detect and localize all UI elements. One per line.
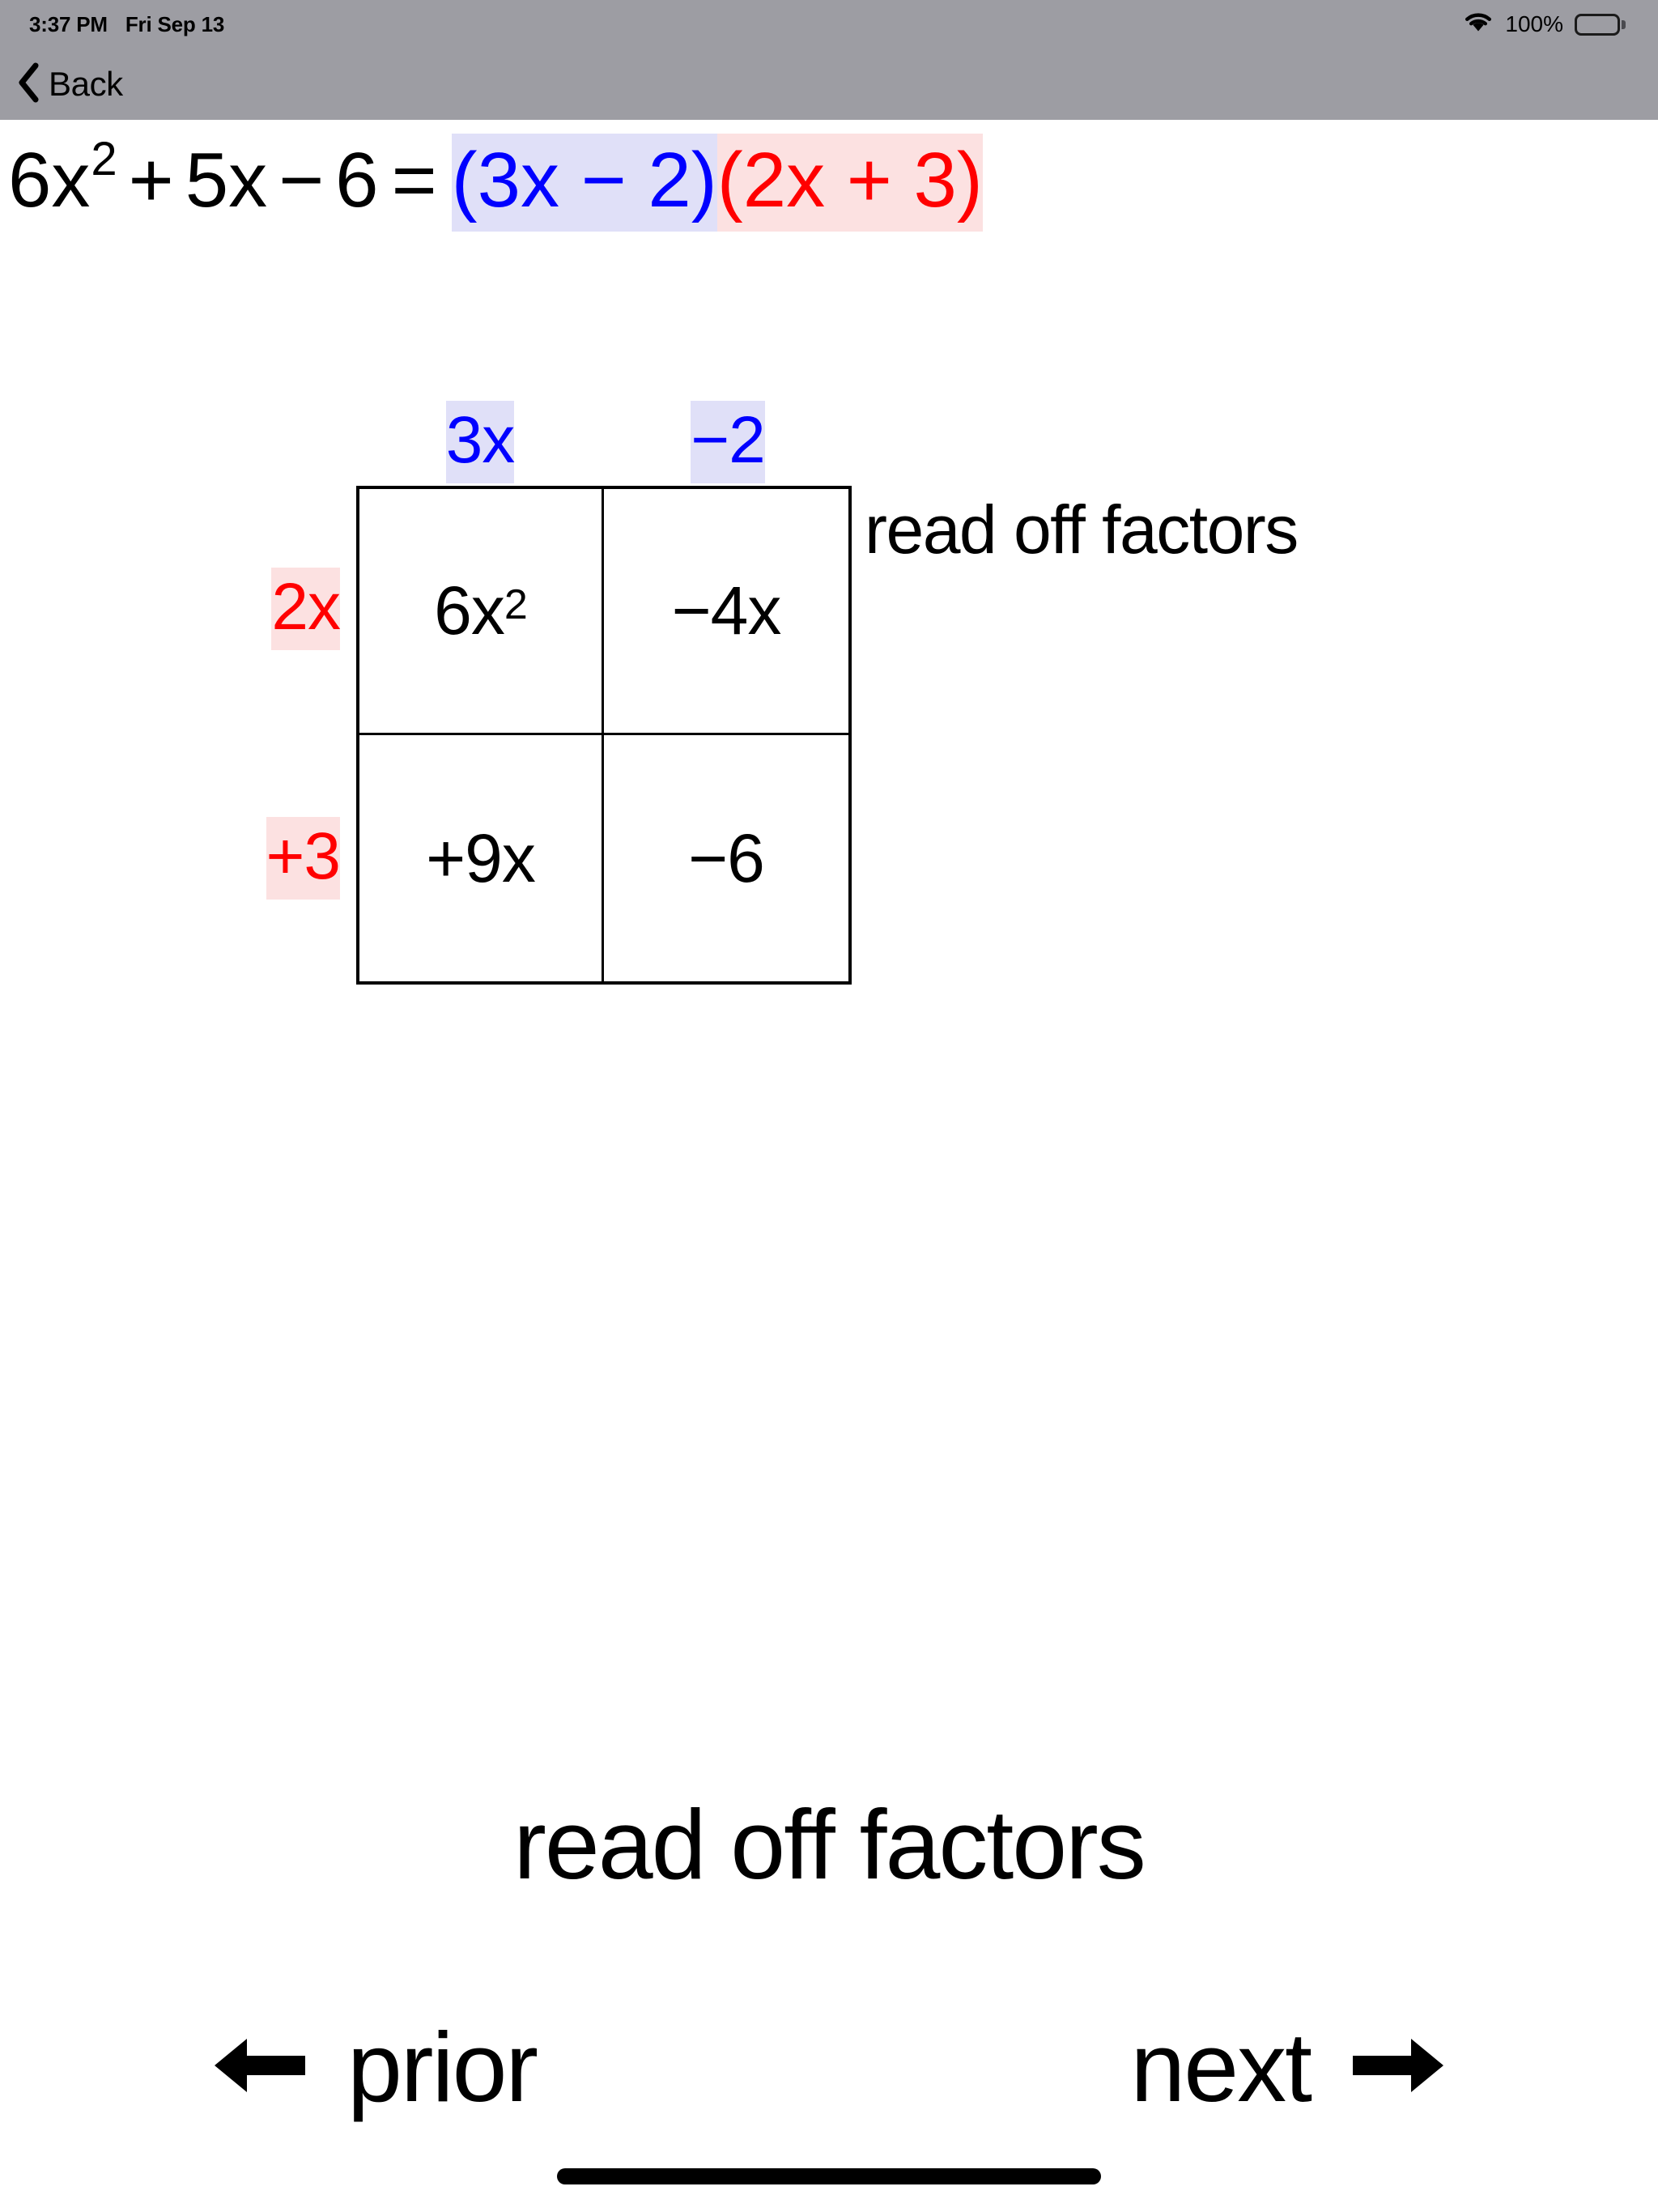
equation-minus-operator: − (278, 137, 325, 223)
status-bar-right: 100% (1463, 11, 1626, 39)
battery-full-icon (1575, 13, 1626, 36)
chevron-left-icon (16, 62, 40, 107)
status-date: Fri Sep 13 (125, 11, 225, 36)
box-column-header-1: 3x (356, 401, 604, 483)
next-button[interactable]: next (1130, 2018, 1443, 2116)
prior-button-label: prior (347, 2012, 538, 2122)
back-button[interactable]: Back (0, 57, 144, 112)
box-cell-r1c2: −4x (671, 572, 782, 649)
equation-plus-operator: + (128, 137, 174, 223)
arrow-right-icon (1353, 2031, 1443, 2104)
step-caption: read off factors (513, 1789, 1146, 1899)
status-bar-left: 3:37 PM Fri Sep 13 (29, 12, 224, 37)
status-time: 3:37 PM (29, 11, 108, 36)
battery-percent-label: 100% (1505, 11, 1563, 36)
arrow-left-icon (215, 2031, 305, 2104)
ios-status-bar: 3:37 PM Fri Sep 13 100% (0, 0, 1658, 49)
equation-factor-blue: (3x − 2) (451, 134, 717, 232)
side-annotation: read off factors (865, 491, 1299, 568)
back-button-label: Back (49, 65, 123, 103)
wifi-icon (1463, 11, 1494, 39)
home-indicator[interactable] (557, 2168, 1101, 2184)
step-navigation: prior next (0, 1994, 1658, 2140)
factoring-equation: 6x2+5x−6=(3x − 2)(2x + 3) (8, 134, 983, 232)
navigation-bar: Back (0, 49, 1658, 120)
equation-lhs-quadratic: 6x (8, 137, 91, 223)
equation-equals-sign: = (391, 137, 437, 223)
equation-factor-red: (2x + 3) (716, 134, 983, 232)
equation-lhs-constant: 6 (335, 137, 379, 223)
box-column-header-2: −2 (604, 401, 852, 483)
box-row-header-1: 2x (202, 568, 341, 650)
box-grid-row-2: +9x −6 (359, 735, 848, 981)
box-cell-r2c2: −6 (688, 819, 765, 896)
equation-lhs-exponent: 2 (91, 133, 117, 185)
prior-button[interactable]: prior (215, 2012, 538, 2122)
next-button-label: next (1130, 2012, 1312, 2122)
box-row-header-2: +3 (202, 817, 341, 900)
equation-lhs-linear: 5x (185, 137, 268, 223)
box-cell-r2c1: +9x (359, 735, 604, 981)
lesson-canvas: 6x2+5x−6=(3x − 2)(2x + 3) 3x −2 2x +3 6x… (0, 120, 1658, 2212)
